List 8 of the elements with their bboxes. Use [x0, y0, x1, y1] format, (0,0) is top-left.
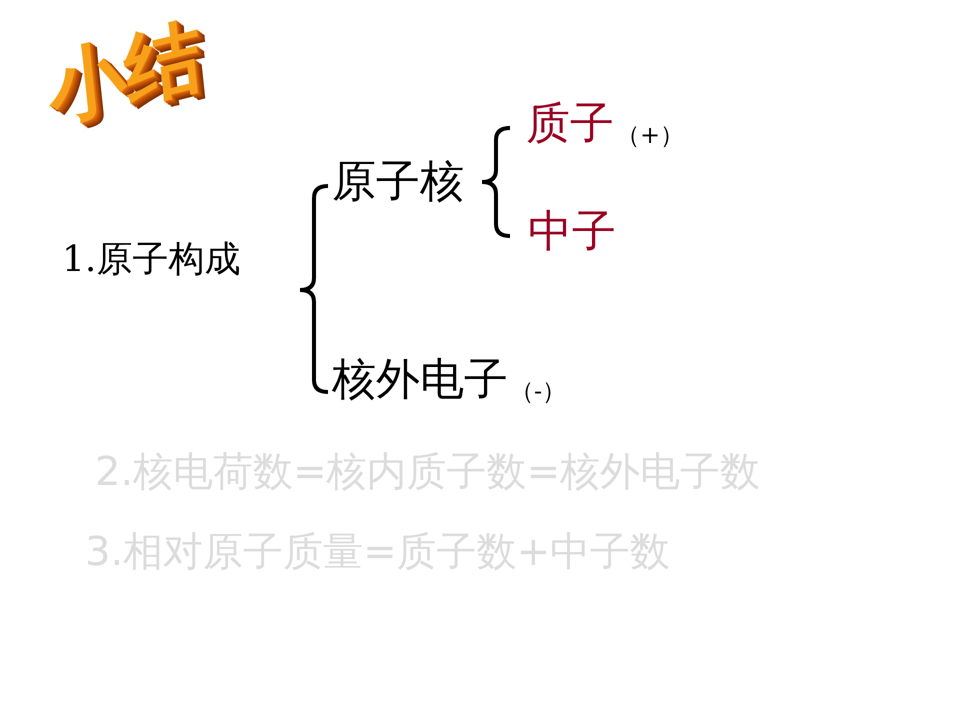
tree-term: 质子	[526, 100, 614, 148]
charge-sign: （+）	[616, 122, 684, 148]
tree-term: 中子	[528, 208, 616, 256]
tree-term: 原子核	[332, 158, 464, 206]
title-wordart: 小结	[45, 12, 206, 136]
tree-term: 1.原子构成	[62, 240, 240, 280]
charge-sign: （-）	[510, 378, 566, 404]
tree-term: 核外电子	[332, 356, 508, 404]
